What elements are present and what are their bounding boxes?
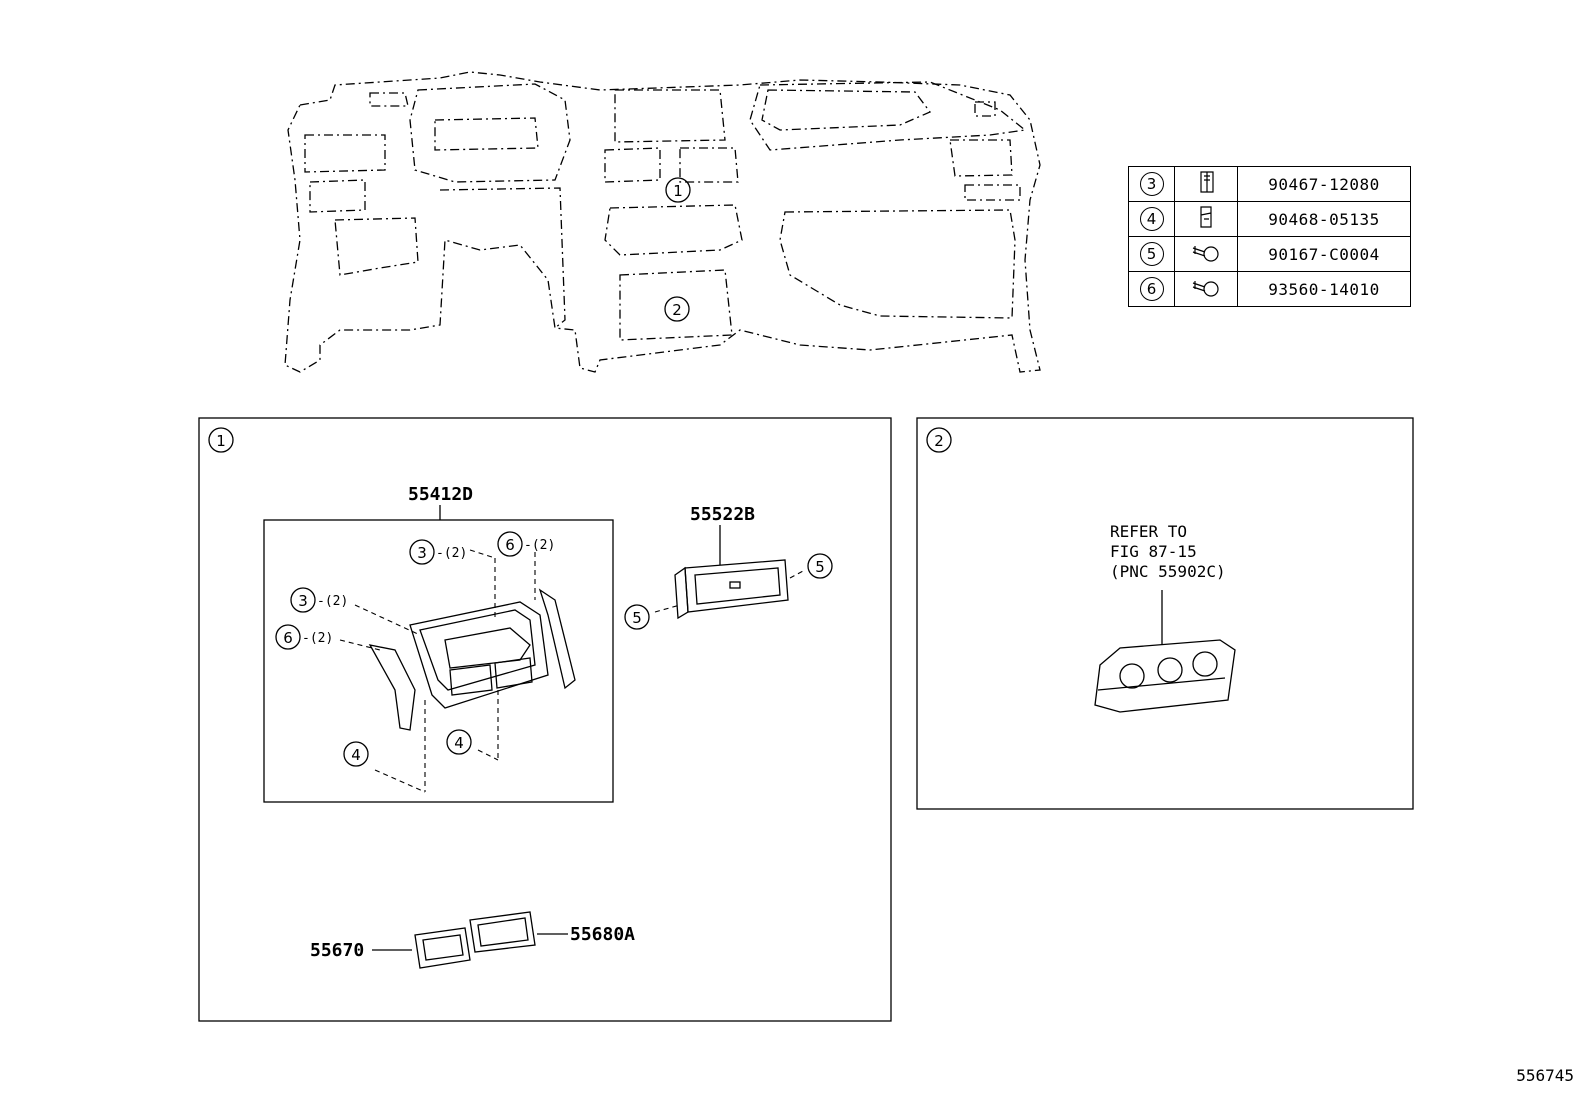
climate-control-panel-drawing — [1094, 639, 1236, 713]
part-number: 90467-12080 — [1237, 166, 1411, 202]
clip-icon — [1200, 206, 1212, 228]
svg-text:2: 2 — [672, 301, 682, 319]
part-number: 93560-14010 — [1237, 271, 1411, 307]
box-1-callout: 1 — [208, 427, 234, 453]
part-label-55522B: 55522B — [690, 504, 755, 525]
refer-line-3: (PNC 55902C) — [1110, 562, 1226, 581]
ref-number: 3 — [1139, 172, 1164, 196]
svg-text:6: 6 — [505, 536, 515, 554]
part-label-55412D: 55412D — [408, 484, 473, 505]
svg-text:-(2): -(2) — [302, 631, 333, 646]
ref-number: 6 — [1139, 277, 1164, 301]
box-2-callout: 2 — [926, 427, 952, 453]
svg-text:5: 5 — [632, 609, 642, 627]
table-row: 5 90167-C0004 — [1128, 236, 1411, 272]
callout-2-main: 2 — [664, 296, 690, 322]
ref-4-lower-mid: 4 — [446, 729, 472, 755]
part-number: 90167-C0004 — [1237, 236, 1411, 272]
bezel-leaders — [339, 549, 536, 793]
figure-id: 556745 — [1516, 1066, 1574, 1085]
parts-table: 3 90467-12080 4 90468-05135 5 90167-C000… — [1128, 166, 1411, 307]
callout-1-main: 1 — [665, 177, 691, 203]
vent-drawing — [414, 911, 536, 969]
svg-text:4: 4 — [351, 746, 361, 764]
ref-3-left: 3 -(2) — [290, 587, 348, 613]
dashboard-overview — [284, 71, 1041, 373]
svg-text:-(2): -(2) — [524, 538, 555, 553]
table-row: 6 93560-14010 — [1128, 271, 1411, 307]
box-2-frame — [916, 417, 1414, 810]
box-1-frame — [198, 417, 892, 1022]
table-row: 3 90467-12080 — [1128, 166, 1411, 202]
svg-text:3: 3 — [417, 544, 427, 562]
part-label-55670: 55670 — [310, 940, 364, 961]
part-number: 90468-05135 — [1237, 201, 1411, 237]
svg-text:5: 5 — [815, 558, 825, 576]
ref-4-lower-left: 4 — [343, 741, 369, 767]
ref-5-right: 5 — [807, 553, 833, 579]
svg-text:2: 2 — [934, 432, 944, 450]
refer-note: REFER TO FIG 87-15 (PNC 55902C) — [1110, 522, 1226, 582]
part-label-55680A: 55680A — [570, 924, 635, 945]
svg-text:3: 3 — [298, 592, 308, 610]
svg-text:1: 1 — [673, 182, 683, 200]
ref-number: 4 — [1139, 207, 1164, 231]
clip-icon — [1200, 171, 1214, 193]
ref-6-upper: 6 -(2) — [497, 531, 555, 557]
ref-number: 5 — [1139, 242, 1164, 266]
ref-6-left: 6 -(2) — [275, 624, 333, 650]
center-bezel-drawing — [368, 588, 576, 731]
svg-text:1: 1 — [216, 432, 226, 450]
refer-line-2: FIG 87-15 — [1110, 542, 1197, 561]
refer-line-1: REFER TO — [1110, 522, 1188, 541]
ref-3-upper: 3 -(2) — [409, 539, 467, 565]
svg-text:6: 6 — [283, 629, 293, 647]
assembly-frame — [263, 519, 614, 803]
screw-icon — [1192, 281, 1219, 297]
table-row: 4 90468-05135 — [1128, 201, 1411, 237]
screw-icon — [1192, 246, 1219, 262]
display-unit-drawing — [674, 559, 789, 620]
ref-5-left: 5 — [624, 604, 650, 630]
svg-text:-(2): -(2) — [317, 594, 348, 609]
svg-text:-(2): -(2) — [436, 546, 467, 561]
svg-text:4: 4 — [454, 734, 464, 752]
